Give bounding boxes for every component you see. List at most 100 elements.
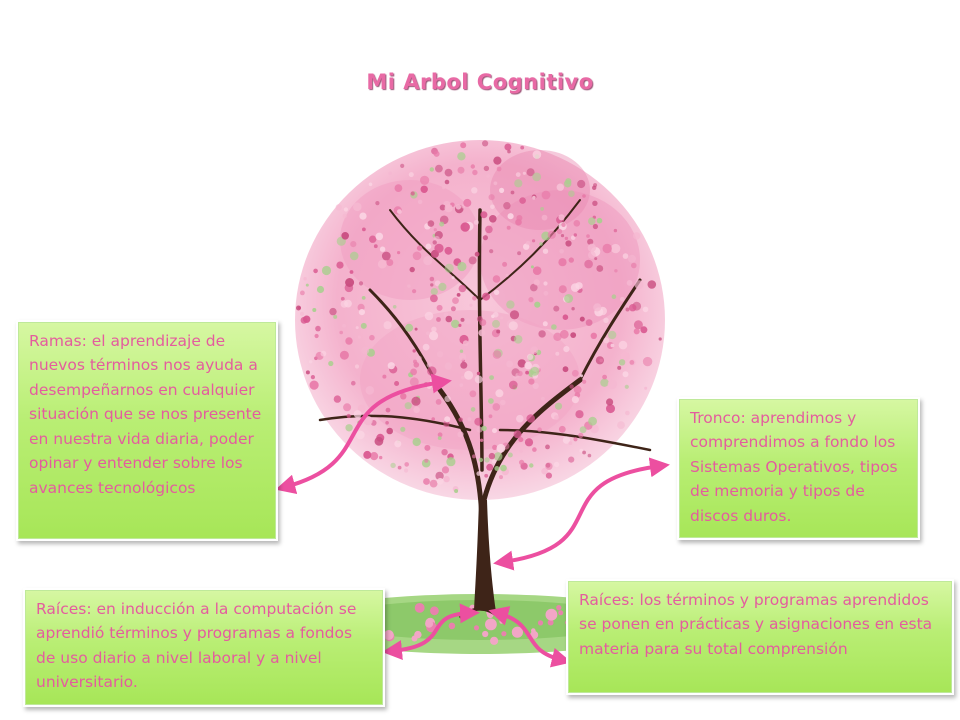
blossom-dot [634, 280, 644, 290]
blossom-dot [640, 326, 648, 334]
blossom-dot [518, 437, 524, 443]
blossom-dot [488, 194, 495, 201]
blossom-dot [628, 254, 636, 263]
blossom-dot [404, 402, 412, 410]
blossom-dot [493, 156, 502, 165]
blossom-dot [592, 185, 597, 190]
blossom-dot [622, 253, 629, 259]
blossom-dot [361, 296, 366, 300]
blossom-dot [471, 187, 478, 194]
blossom-dot [484, 457, 490, 463]
blossom-dot [588, 251, 596, 259]
blossom-dot [585, 319, 593, 326]
blossom-dot [436, 317, 441, 322]
blossom-dot [492, 350, 502, 359]
blossom-dot [310, 375, 315, 380]
fallen-petal [383, 630, 394, 640]
blossom-dot [528, 297, 534, 303]
blossom-dot [373, 244, 378, 249]
blossom-dot [485, 225, 493, 234]
blossom-dot [321, 265, 332, 276]
blossom-dot [602, 374, 607, 380]
blossom-dot [500, 399, 506, 406]
blossom-dot [570, 235, 576, 240]
blossom-dot [541, 396, 545, 401]
blossom-dot [509, 310, 520, 320]
blossom-dot [573, 437, 578, 442]
blossom-dot [464, 370, 474, 380]
blossom-dot [400, 393, 407, 400]
info-box-tronco: Tronco: aprendimos y comprendimos a fond… [679, 399, 918, 538]
blossom-dot [599, 358, 603, 363]
blossom-dot [553, 305, 560, 312]
blossom-dot [558, 425, 566, 433]
blossom-dot [516, 414, 524, 423]
blossom-dot [460, 450, 464, 454]
blossom-dot [541, 214, 548, 221]
blossom-dot [486, 463, 494, 471]
fallen-petal [556, 605, 562, 611]
blossom-dot [525, 370, 529, 375]
blossom-dot [633, 232, 641, 240]
blossom-dot [571, 307, 575, 311]
blossom-dot [542, 321, 548, 327]
blossom-dot [316, 285, 325, 294]
blossom-dot [432, 240, 437, 245]
blossom-dot [476, 471, 482, 476]
blossom-dot [573, 220, 581, 227]
blossom-dot [353, 202, 362, 212]
blossom-dot [335, 204, 342, 211]
blossom-dot [579, 316, 585, 322]
blossom-dot [479, 438, 484, 442]
blossom-dot [587, 453, 592, 458]
blossom-dot [460, 317, 465, 322]
blossom-dot [480, 211, 488, 219]
blossom-dots [296, 140, 662, 493]
blossom-dot [644, 386, 648, 390]
blossom-dot [429, 276, 435, 282]
blossom-dot [505, 273, 509, 277]
blossom-dot [458, 323, 462, 327]
blossom-dot [571, 369, 579, 377]
blossom-dot [469, 390, 477, 398]
blossom-dot [340, 300, 348, 308]
blossom-dot [443, 475, 450, 483]
blossom-dot [526, 414, 535, 423]
blossom-dot [562, 314, 569, 321]
blossom-dot [435, 399, 442, 405]
blossom-dot [404, 468, 409, 473]
blossom-dot [506, 225, 511, 230]
blossom-dot [359, 212, 367, 220]
blossom-dot [369, 334, 375, 341]
blossom-dot [529, 463, 534, 468]
blossom-dot [569, 384, 574, 389]
blossom-dot [563, 346, 570, 353]
blossom-dot [460, 222, 470, 232]
blossom-dot [431, 417, 436, 421]
blossom-dot [481, 425, 487, 432]
blossom-dot [519, 197, 526, 204]
blossom-dot [296, 305, 301, 311]
blossom-dot [492, 403, 501, 411]
blossom-dot [509, 380, 518, 390]
blossom-dot [300, 316, 308, 324]
blossom-dot [500, 464, 507, 472]
blossom-dot [467, 417, 472, 422]
blossom-dot [593, 303, 602, 312]
blossom-dot [305, 370, 310, 375]
blossom-dot [489, 249, 494, 254]
fallen-petal [485, 618, 497, 631]
blossom-dot [309, 360, 313, 364]
blossom-dot [482, 292, 491, 301]
blossom-dot [519, 448, 523, 453]
blossom-dot [534, 301, 541, 308]
blossom-dot [596, 265, 604, 272]
blossom-dot [513, 335, 523, 344]
fallen-petal [473, 625, 480, 631]
blossom-dot [374, 436, 384, 446]
blossom-dot [385, 407, 391, 413]
blossom-dot [476, 426, 483, 433]
blossom-dot [386, 427, 394, 435]
blossom-dot [517, 370, 523, 377]
blossom-dot [339, 330, 344, 335]
